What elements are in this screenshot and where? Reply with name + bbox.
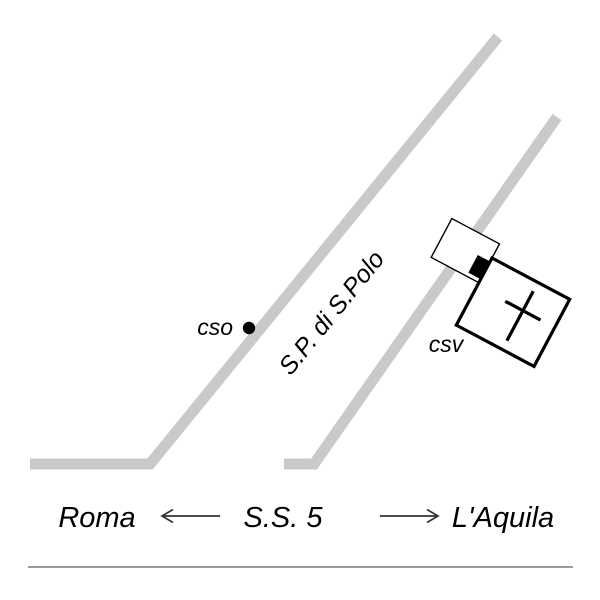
church-cross-icon (504, 290, 542, 342)
church-building (430, 217, 572, 369)
road-name-label: S.P. di S.Polo (273, 245, 390, 380)
destination-laquila-label: L'Aquila (452, 502, 554, 534)
road-sp-di-spolo (30, 33, 503, 470)
right-arrow-icon (380, 508, 440, 524)
left-arrow-icon (160, 508, 220, 524)
church-outline (454, 255, 572, 369)
csv-label: csv (429, 331, 465, 357)
entrance-block (468, 254, 491, 280)
highway-ss5-label: S.S. 5 (244, 502, 324, 534)
cso-label: cso (197, 314, 233, 340)
cso-dot-icon (242, 321, 256, 335)
destination-roma-label: Roma (58, 502, 135, 534)
